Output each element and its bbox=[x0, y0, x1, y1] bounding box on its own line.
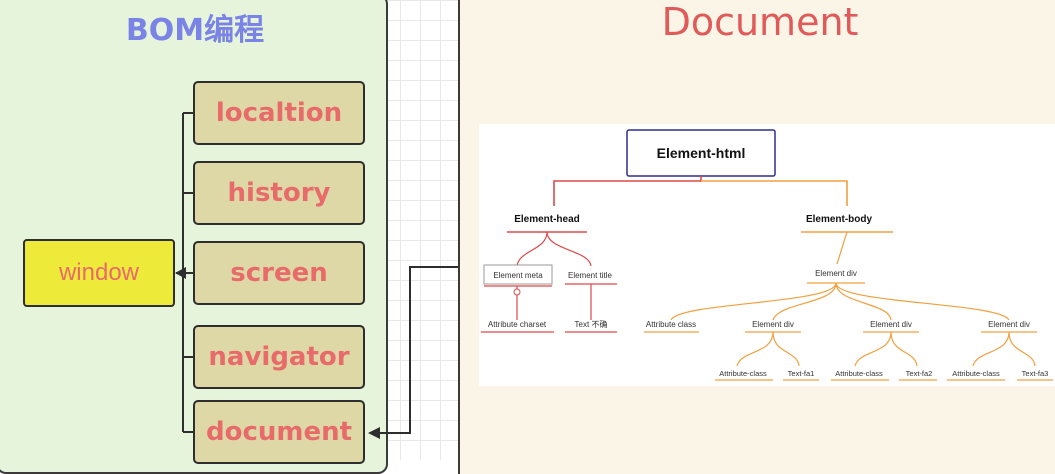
div3-text: Text-fa3 bbox=[1022, 369, 1049, 378]
text-title: Text 不确 bbox=[575, 319, 608, 329]
div1-attr: Attribute-class bbox=[719, 369, 767, 378]
history-node[interactable]: history bbox=[193, 161, 365, 225]
bom-connectors bbox=[175, 112, 458, 439]
div3-node: Element div bbox=[988, 320, 1030, 329]
root-node: Element-html bbox=[657, 145, 746, 161]
dom-tree-svg: Element-html Element-head Element-body E… bbox=[481, 129, 1053, 381]
title-node: Element title bbox=[568, 271, 613, 280]
div2-text: Text-fa2 bbox=[906, 369, 933, 378]
meta-node: Element meta bbox=[493, 271, 543, 280]
document-title: Document bbox=[661, 0, 859, 44]
arrowhead-window bbox=[175, 267, 186, 279]
div1-text: Text-fa1 bbox=[788, 369, 815, 378]
div1-node: Element div bbox=[752, 320, 794, 329]
head-node: Element-head bbox=[514, 214, 580, 225]
bom-panel bbox=[0, 0, 388, 474]
attr-class: Attribute class bbox=[646, 320, 696, 329]
navigator-node[interactable]: navigator bbox=[193, 325, 365, 389]
body-div-node: Element div bbox=[815, 269, 857, 278]
dom-tree-diagram: Element-html Element-head Element-body E… bbox=[479, 124, 1055, 386]
document-node[interactable]: document bbox=[193, 400, 365, 464]
meta-collapse-toggle bbox=[513, 288, 521, 296]
div3-attr: Attribute-class bbox=[952, 369, 1000, 378]
div2-node: Element div bbox=[870, 320, 912, 329]
bom-title: BOM编程 bbox=[125, 13, 265, 48]
div2-attr: Attribute-class bbox=[835, 369, 883, 378]
body-node: Element-body bbox=[806, 214, 873, 225]
arrowhead-document bbox=[368, 427, 380, 439]
attr-charset: Attribute charset bbox=[488, 320, 547, 329]
screen-node[interactable]: screen bbox=[193, 241, 365, 305]
meta-node-box bbox=[483, 264, 553, 285]
body-to-div bbox=[836, 231, 848, 265]
location-node[interactable]: localtion bbox=[193, 81, 365, 145]
window-node[interactable]: window bbox=[23, 239, 175, 307]
